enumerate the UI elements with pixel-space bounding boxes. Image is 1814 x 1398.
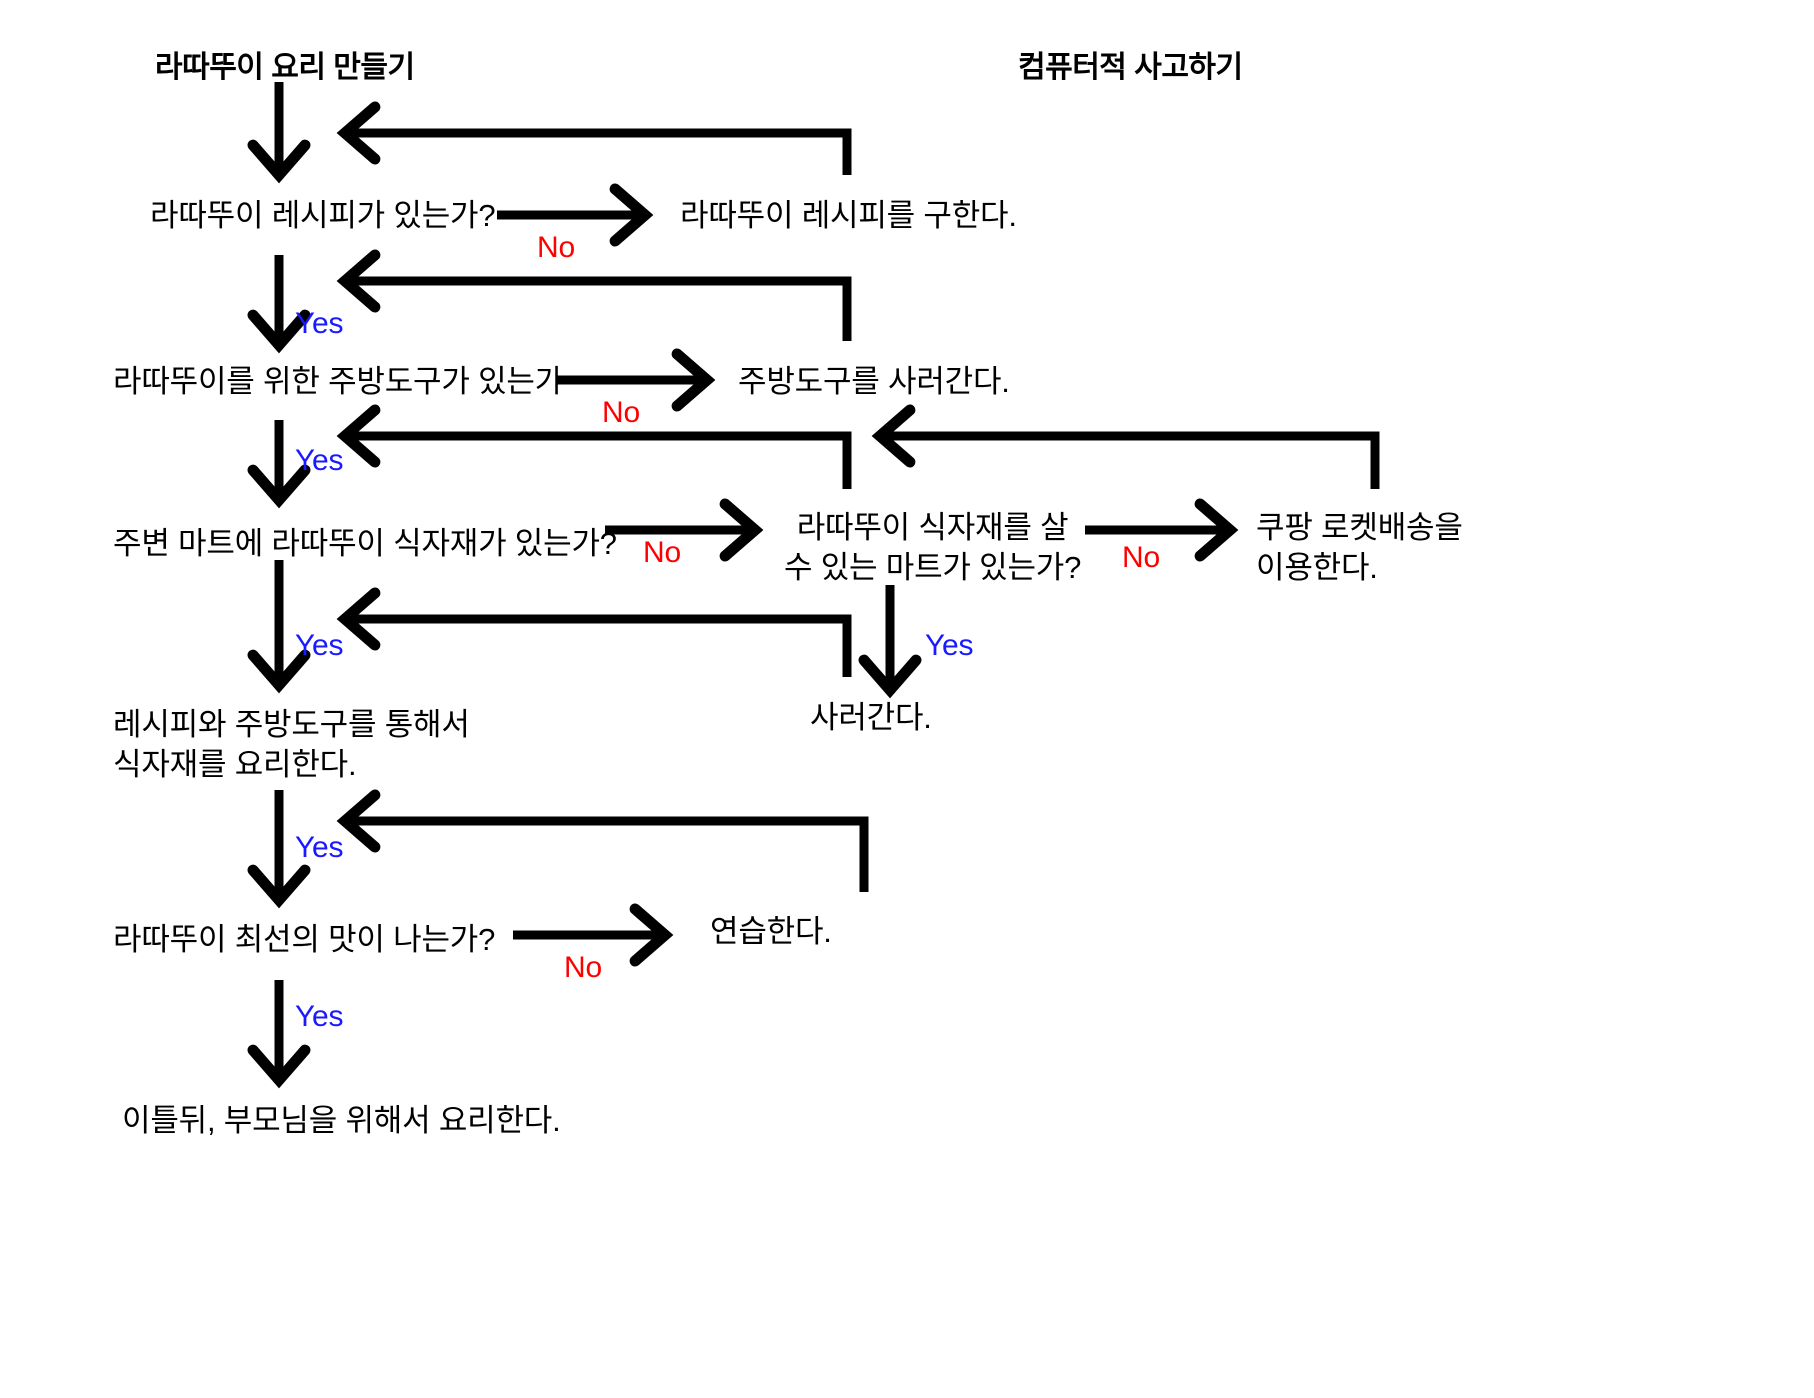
edge-coupang-back-to-mart-question	[871, 404, 1380, 489]
lbl-no-3: No	[643, 536, 681, 569]
edge-mart-question-yes-to-cook	[247, 560, 311, 694]
lbl-yes-6: Yes	[295, 1000, 344, 1033]
n-mart-q: 주변 마트에 라따뚜이 식자재가 있는가?	[113, 526, 617, 561]
n-get-recipe: 라따뚜이 레시피를 구한다.	[680, 198, 1017, 233]
n-go-buy: 사러간다.	[810, 700, 932, 735]
edge-practice-back-to-taste-question	[336, 789, 869, 892]
n-final: 이틀뒤, 부모님을 위해서 요리한다.	[122, 1103, 561, 1138]
title-left: 라따뚜이 요리 만들기	[155, 51, 415, 84]
n-buy-tools: 주방도구를 사러간다.	[738, 364, 1010, 399]
lbl-no-1: No	[537, 231, 575, 264]
lbl-no-4: No	[1122, 541, 1160, 574]
n-mart-exist-q: 라따뚜이 식자재를 살 수 있는 마트가 있는가?	[784, 510, 1082, 586]
lbl-yes-5: Yes	[295, 831, 344, 864]
n-tools-q: 라따뚜이를 위한 주방도구가 있는가	[113, 364, 564, 399]
lbl-yes-3: Yes	[295, 629, 344, 662]
lbl-no-5: No	[564, 951, 602, 984]
lbl-yes-4: Yes	[925, 629, 974, 662]
edge-start-to-recipe-question	[247, 82, 311, 184]
edge-get-recipe-back-to-recipe-question	[336, 101, 852, 175]
edge-mart-exist-back-to-mart-question	[336, 404, 852, 489]
edge-mart-exist-yes-to-go-buy	[858, 585, 922, 699]
lbl-no-2: No	[602, 396, 640, 429]
n-taste-q: 라따뚜이 최선의 맛이 나는가?	[113, 922, 496, 957]
edge-buy-tools-back-to-tools-question	[336, 249, 852, 341]
n-coupang: 쿠팡 로켓배송을 이용한다.	[1256, 510, 1463, 586]
n-cook: 레시피와 주방도구를 통해서 식자재를 요리한다.	[113, 707, 470, 783]
lbl-yes-2: Yes	[295, 444, 344, 477]
n-practice: 연습한다.	[710, 914, 832, 949]
title-right: 컴퓨터적 사고하기	[1018, 51, 1243, 84]
lbl-yes-1: Yes	[295, 307, 344, 340]
n-recipe-q: 라따뚜이 레시피가 있는가?	[150, 198, 496, 233]
edge-go-buy-back-to-cook-branch	[336, 587, 852, 677]
